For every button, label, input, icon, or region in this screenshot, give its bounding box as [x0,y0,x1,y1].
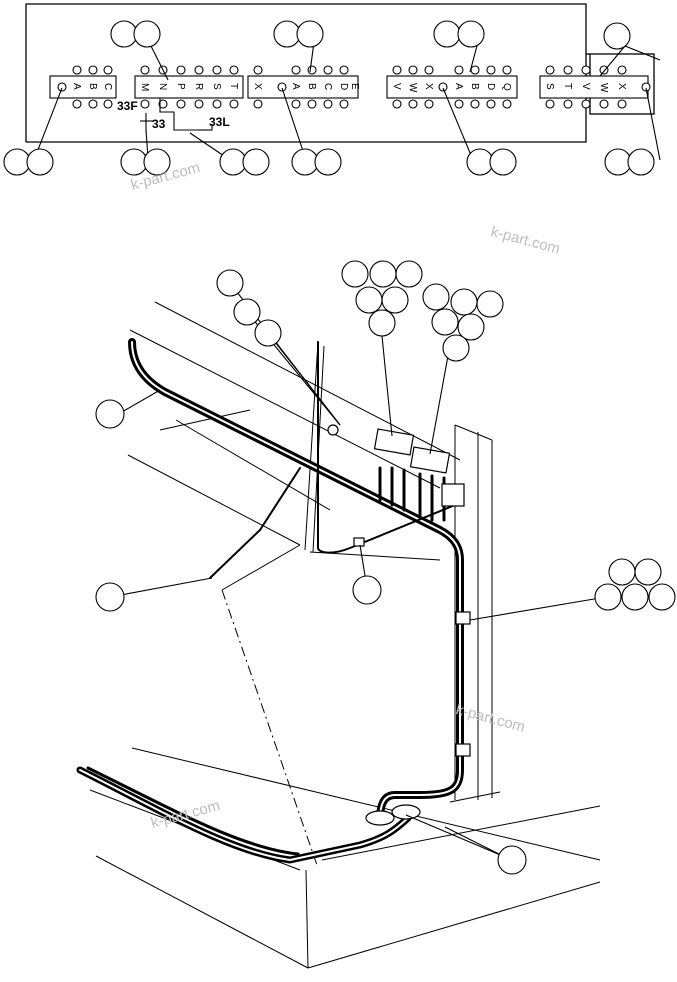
t1-b: B [87,83,98,90]
terminal-letters: A B C M N P R S T X A B C D E V W X A B … [71,83,627,93]
wire-label-33: 33 [152,117,166,131]
t2-t: T [228,83,239,89]
terminal-strip-2 [134,65,244,109]
t3-e: E [349,83,360,90]
t4-w: W [407,83,418,93]
t4-d: D [485,83,496,90]
terminal-strip-3 [247,65,359,109]
t3-x: X [252,83,263,90]
t2-s: S [211,83,222,90]
t1-c: C [102,83,113,90]
wire-33-detail [140,98,213,132]
terminal-strip-4 [386,65,518,109]
relay-blocks [327,424,471,826]
t4-a: A [453,83,464,90]
t3-d: D [338,83,349,90]
t2-m: M [139,83,150,91]
t5-v: V [580,83,591,90]
t4-x: X [423,83,434,90]
t4-v: V [391,83,402,90]
t5-w: W [598,83,609,93]
t5-s: S [544,83,555,90]
t3-a: A [290,83,301,90]
t2-p: P [175,83,186,90]
t1-a: A [71,83,82,90]
wire-label-33l: 33L [209,115,230,129]
main-callouts [95,260,676,875]
t2-n: N [157,83,168,90]
wiring-harness [76,338,464,864]
terminal-strip-5 [539,65,651,109]
t3-b: B [306,83,317,90]
t4-q: Q [501,83,512,91]
t2-r: R [193,83,204,90]
t3-c: C [322,83,333,90]
t5-t: T [562,83,573,89]
t5-x: X [616,83,627,90]
wire-label-33f: 33F [117,99,138,113]
t4-b: B [469,83,480,90]
top-callouts [3,20,661,176]
terminal-strip-1 [49,65,117,109]
